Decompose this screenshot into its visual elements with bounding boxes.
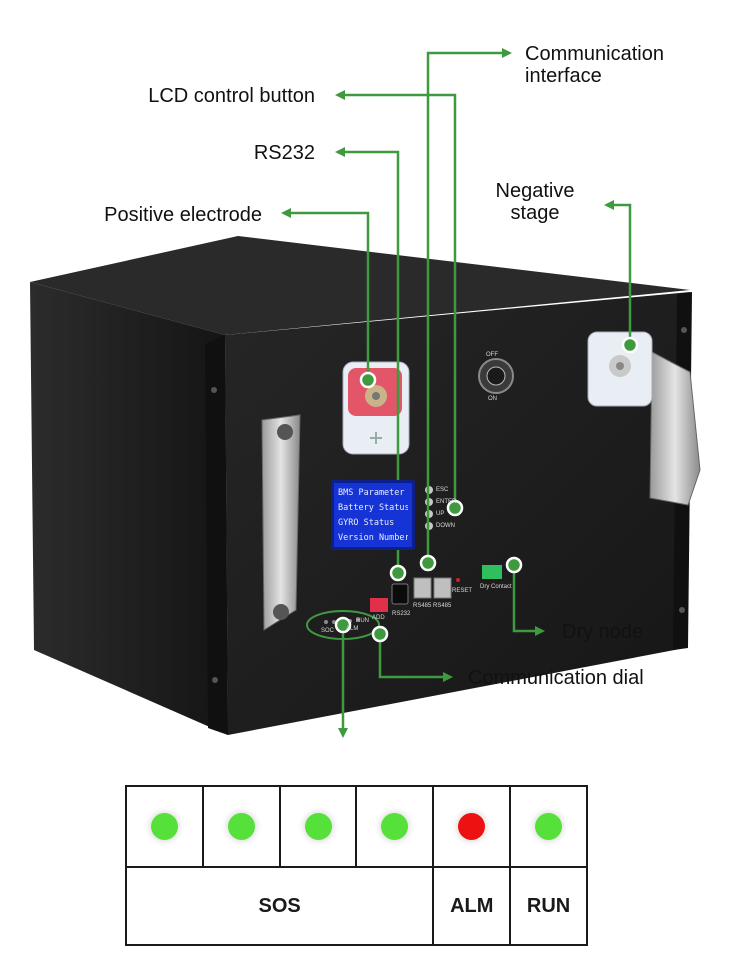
port-mark-soc: SOC <box>321 628 335 634</box>
mounting-bracket-left <box>205 335 228 735</box>
indicator-light-row <box>125 785 588 868</box>
port-mark-add: ADD <box>372 615 385 621</box>
indicator-cell <box>278 785 358 868</box>
lcd-screen: BMS Parameter Battery Status GYRO Status… <box>331 480 415 550</box>
indicator-light <box>381 813 409 840</box>
leader-lcd-control-button <box>335 90 457 508</box>
port-mark-reset: RESET <box>452 588 473 594</box>
indicator-cell <box>509 785 588 868</box>
cabinet-top <box>30 236 690 335</box>
lcd-menu-item: BMS Parameter <box>338 488 405 498</box>
negative-terminal <box>587 331 653 407</box>
power-switch <box>478 358 514 394</box>
indicator-light <box>304 813 332 840</box>
label-lcd-control-button: LCD control button <box>148 85 315 107</box>
rs485-port-b <box>433 577 452 599</box>
indicator-light <box>227 813 255 840</box>
rs485-port-a <box>413 577 432 599</box>
lcd-menu-item: Version Number <box>338 533 408 543</box>
leader-positive-electrode <box>281 208 370 380</box>
bracket-screw <box>211 387 217 393</box>
handle-right <box>649 351 701 506</box>
port-mark-alm: ALM <box>346 626 359 632</box>
handle-left <box>261 414 301 631</box>
indicator-table: SOS ALM RUN <box>124 785 588 946</box>
panel-mark-off: OFF <box>486 352 498 358</box>
indicator-light <box>535 813 563 840</box>
panel-mark-on: ON <box>488 396 497 402</box>
button-mark-up: UP <box>436 511 445 517</box>
indicator-group-run: RUN <box>509 866 588 946</box>
indicator-cell <box>125 785 204 868</box>
callout-lines <box>281 48 632 738</box>
port-mark-run: RUN <box>356 618 369 624</box>
port-mark-rs232: RS232 <box>392 611 411 617</box>
indicator-cell <box>432 785 512 868</box>
bracket-screw <box>679 607 685 613</box>
leader-negative-stage <box>604 200 632 345</box>
port-mark-rs485-b: RS485 <box>433 603 452 609</box>
label-communication-interface: Communication interface <box>525 43 664 87</box>
leader-dry-node <box>512 565 545 636</box>
button-mark-esc: ESC <box>436 487 449 493</box>
label-positive-electrode: Positive electrode <box>104 204 262 226</box>
label-rs232: RS232 <box>253 142 315 164</box>
indicator-cell <box>201 785 281 868</box>
dip-switch <box>370 598 388 612</box>
port-mark-dry-contact: Dry Contact <box>480 584 512 590</box>
lcd-menu-item: Battery Status <box>338 503 408 513</box>
bracket-screw <box>212 677 218 683</box>
label-communication-dial: Communication dial <box>468 667 644 689</box>
lcd-menu-item: GYRO Status <box>338 518 395 528</box>
port-mark-rs485-a: RS485 <box>413 603 432 609</box>
indicator-light <box>458 813 486 840</box>
dry-contact-block <box>482 565 502 579</box>
indicator-group-sos: SOS <box>124 866 435 946</box>
indicator-group-alm: ALM <box>432 866 512 946</box>
label-dry-node: Dry node <box>562 621 644 643</box>
leader-communication-dial <box>378 634 453 682</box>
button-mark-enter: ENTER <box>436 499 457 505</box>
reset-button <box>456 578 460 582</box>
cabinet-side <box>30 282 228 735</box>
bracket-screw <box>681 327 687 333</box>
label-negative-stage: Negative stage <box>495 180 575 224</box>
leader-communication-interface <box>426 48 512 563</box>
indicator-name-row: SOS ALM RUN <box>124 866 588 946</box>
leader-rs232 <box>335 147 400 573</box>
rs232-port <box>391 583 409 605</box>
callout-dots <box>334 336 639 643</box>
indicator-cell <box>355 785 435 868</box>
indicator-light <box>150 813 178 840</box>
button-mark-down: DOWN <box>436 523 455 529</box>
